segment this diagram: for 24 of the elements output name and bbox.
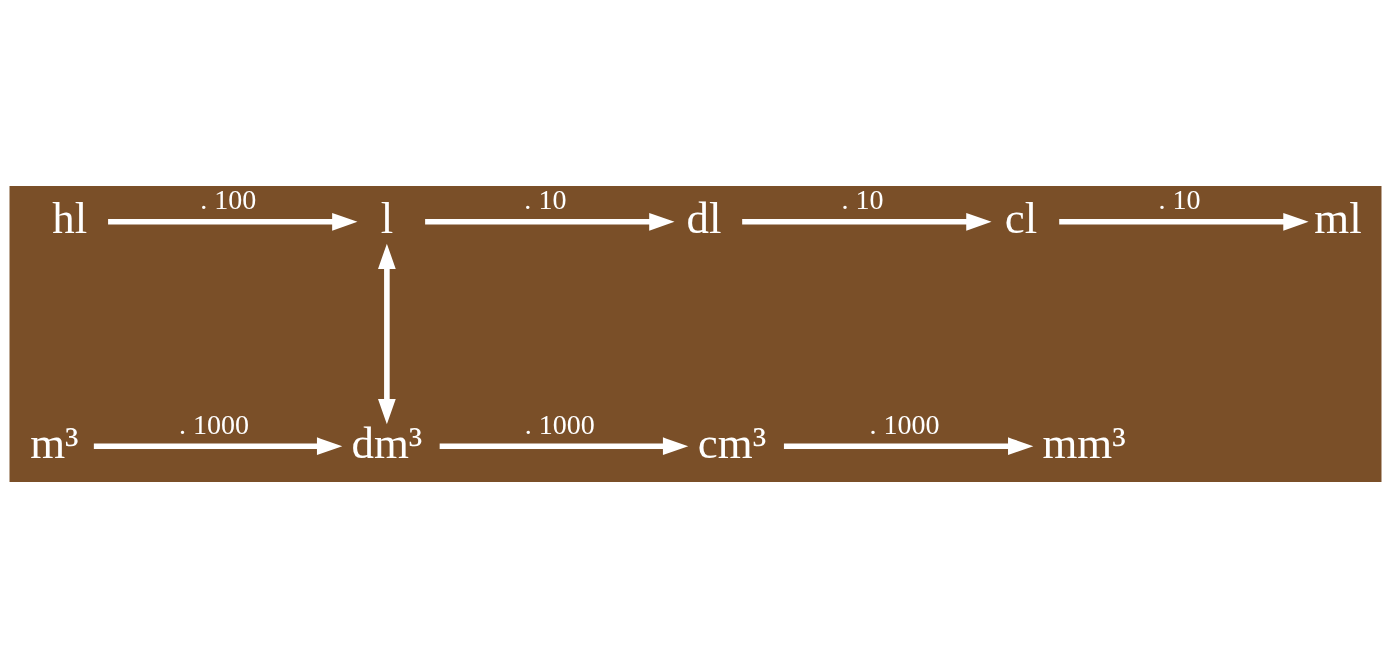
edge-label: . 100 — [200, 184, 257, 216]
edge-label: . 1000 — [178, 408, 250, 440]
arrow — [439, 437, 689, 456]
node-text: mm³ — [1042, 417, 1126, 468]
node-text: cm³ — [697, 417, 767, 468]
arrow — [108, 212, 358, 231]
edge-label: . 1000 — [524, 408, 595, 440]
node-text: l — [380, 193, 394, 244]
arrow — [1059, 212, 1309, 231]
node-text: dl — [686, 193, 722, 244]
edge-label: . 10 — [841, 184, 884, 216]
arrow — [425, 212, 675, 231]
node-text: hl — [52, 193, 88, 244]
arrow — [783, 437, 1034, 456]
arrow — [742, 212, 992, 231]
arrow — [93, 437, 343, 456]
node-text: cl — [1004, 193, 1038, 244]
edge-label: . 10 — [1158, 184, 1201, 216]
edge-label: . 1000 — [869, 408, 940, 440]
node-text: dm³ — [351, 417, 423, 468]
edge-label: . 10 — [524, 184, 567, 216]
node-text: ml — [1314, 193, 1362, 244]
node-text: m³ — [30, 417, 79, 468]
arrow — [378, 243, 396, 425]
